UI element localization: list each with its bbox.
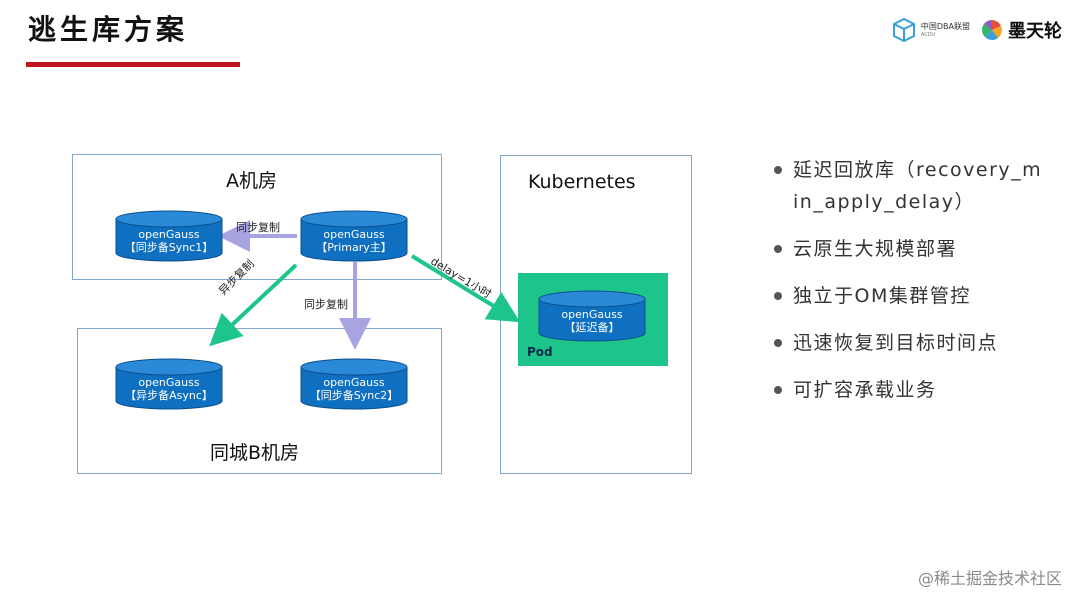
pod-label: Pod bbox=[527, 345, 553, 359]
database-icon bbox=[300, 210, 408, 262]
feature-item-point-in-time: 迅速恢复到目标时间点 bbox=[772, 327, 1062, 359]
pinwheel-icon bbox=[982, 20, 1002, 40]
db-delayed-name: openGauss bbox=[561, 308, 623, 321]
db-primary-name: openGauss bbox=[323, 228, 385, 241]
db-sync1-role: 【同步备Sync1】 bbox=[124, 241, 214, 254]
db-async-role: 【异步备Async】 bbox=[125, 389, 213, 402]
delay-arrow bbox=[410, 254, 521, 323]
db-sync2-name: openGauss bbox=[323, 376, 385, 389]
slide-title: 逃生库方案 bbox=[28, 13, 189, 46]
database-icon bbox=[538, 290, 646, 342]
db-sync2: openGauss 【同步备Sync2】 bbox=[300, 358, 408, 410]
watermark: @稀土掘金技术社区 bbox=[917, 569, 1062, 588]
feature-item-scalable: 可扩容承载业务 bbox=[772, 374, 1062, 406]
feature-item-independent-om: 独立于OM集群管控 bbox=[772, 280, 1062, 312]
async-arrow bbox=[209, 263, 298, 347]
db-sync1-name: openGauss bbox=[138, 228, 200, 241]
room-b-label: 同城B机房 bbox=[210, 442, 300, 464]
feature-list: 延迟回放库（recovery_min_apply_delay） 云原生大规模部署… bbox=[772, 154, 1062, 406]
db-primary: openGauss 【Primary主】 bbox=[300, 210, 408, 262]
cube-icon bbox=[892, 17, 915, 43]
sync1-edge-label: 同步复制 bbox=[236, 221, 280, 234]
database-icon bbox=[300, 358, 408, 410]
dba-alliance-logo: 中国DBA联盟 ACDU bbox=[891, 17, 970, 43]
db-sync2-role: 【同步备Sync2】 bbox=[309, 389, 399, 402]
database-icon bbox=[115, 358, 223, 410]
db-delayed-role: 【延迟备】 bbox=[564, 321, 620, 334]
db-sync1: openGauss 【同步备Sync1】 bbox=[115, 210, 223, 262]
kubernetes-label: Kubernetes bbox=[528, 171, 636, 193]
room-a-label: A机房 bbox=[226, 170, 277, 192]
brand-name: 墨天轮 bbox=[1008, 21, 1062, 42]
feature-item-delayed-replay: 延迟回放库（recovery_min_apply_delay） bbox=[772, 154, 1043, 218]
alliance-name: 中国DBA联盟 bbox=[920, 21, 970, 31]
db-delayed: openGauss 【延迟备】 bbox=[538, 290, 646, 342]
header-logos: 中国DBA联盟 ACDU 墨天轮 bbox=[891, 14, 1062, 46]
database-icon bbox=[115, 210, 223, 262]
alliance-sub: ACDU bbox=[920, 31, 936, 38]
sync2-edge-label: 同步复制 bbox=[304, 298, 348, 311]
db-async-name: openGauss bbox=[138, 376, 200, 389]
db-async: openGauss 【异步备Async】 bbox=[115, 358, 223, 410]
title-underline bbox=[26, 62, 240, 67]
db-primary-role: 【Primary主】 bbox=[316, 241, 392, 254]
feature-item-cloud-native: 云原生大规模部署 bbox=[772, 233, 1062, 265]
modb-logo: 墨天轮 bbox=[980, 17, 1062, 43]
